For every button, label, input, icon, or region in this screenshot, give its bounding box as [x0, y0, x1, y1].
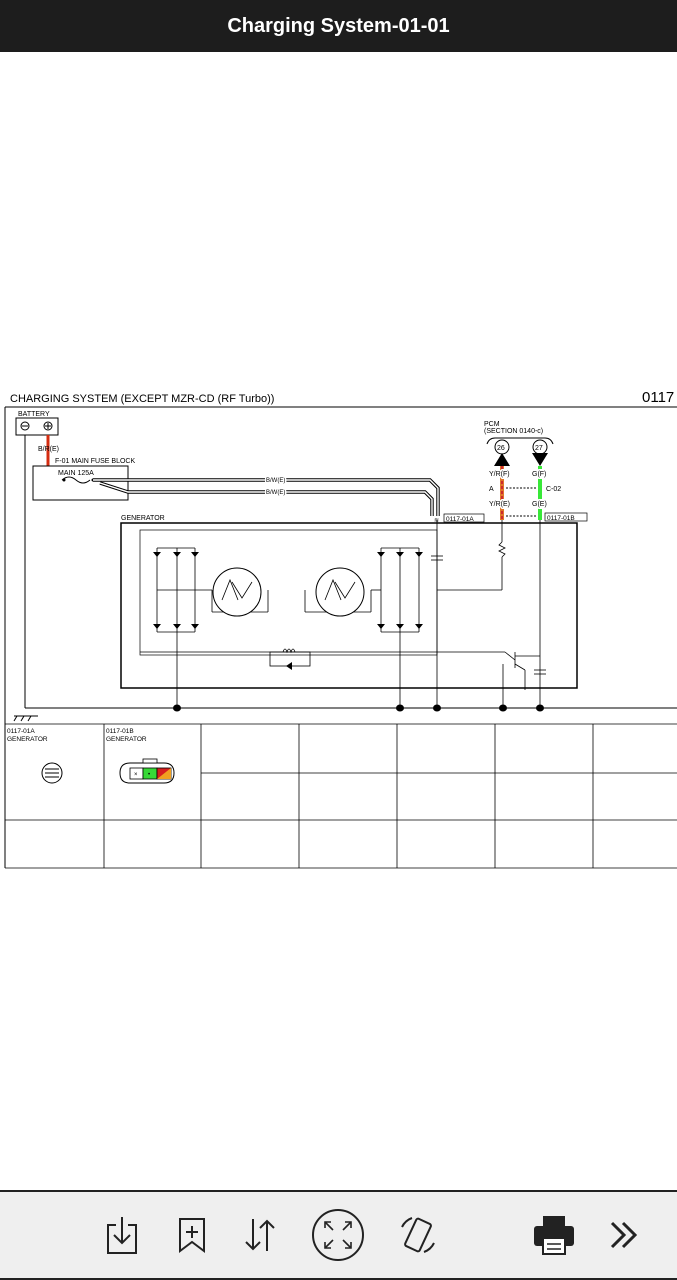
generator-inner — [139, 529, 438, 656]
svg-text:•: • — [148, 772, 150, 778]
pcm-pin-27-text: 27 — [535, 445, 543, 452]
wire-ge-label: G(E) — [532, 501, 547, 508]
connector-a-pinout-icon — [41, 762, 63, 784]
document-viewer[interactable]: CHARGING SYSTEM (EXCEPT MZR-CD (RF Turbo… — [0, 52, 677, 1190]
wire-gf-label: G(F) — [532, 471, 546, 478]
fit-screen-button[interactable] — [308, 1202, 368, 1268]
bw-wire-2 — [99, 481, 434, 516]
ground-hatch-3 — [27, 715, 32, 722]
fuse-block-label: F-01 MAIN FUSE BLOCK — [55, 458, 135, 465]
table-b-name: GENERATOR — [106, 736, 147, 743]
ground-hatch-1 — [13, 715, 18, 722]
generator-label: GENERATOR — [121, 515, 165, 522]
tag-0117-01b-text: 0117-01B — [547, 515, 575, 522]
bw-wire-2-core — [99, 482, 433, 516]
battery-label: BATTERY — [18, 411, 50, 418]
fuse-pin-1 — [62, 478, 66, 482]
battery-wire-label: B/R(E) — [38, 446, 59, 453]
table-a-name: GENERATOR — [7, 736, 48, 743]
page-title: Charging System-01-01 — [227, 14, 450, 37]
bottom-toolbar — [0, 1190, 677, 1280]
right-diodes — [377, 552, 423, 629]
wire-yre-label: Y/R(E) — [489, 501, 510, 508]
bookmark-add-icon — [179, 1218, 205, 1253]
pcm-label: PCM — [484, 421, 500, 428]
generator-box — [120, 522, 578, 689]
wiring-diagram[interactable]: CHARGING SYSTEM (EXCEPT MZR-CD (RF Turbo… — [0, 52, 677, 1190]
right-stator-windings — [324, 578, 356, 601]
table-a-code: 0117-01A — [7, 728, 35, 735]
app-header: Charging System-01-01 — [0, 0, 677, 52]
pcm-pin-26-text: 26 — [497, 445, 505, 452]
pcm-bracket — [486, 437, 554, 445]
connector-b-pinout-icon: × • — [119, 758, 175, 784]
left-diodes — [153, 552, 199, 629]
field-diode — [286, 662, 292, 670]
battery-plus — [43, 421, 53, 431]
left-stator — [212, 567, 262, 617]
bw-wire-1-core — [93, 479, 439, 516]
table-b-code: 0117-01B — [106, 728, 134, 735]
rotate-icon — [401, 1217, 435, 1253]
right-rectifier — [304, 547, 420, 708]
battery-minus — [20, 421, 30, 431]
sort-icon — [245, 1219, 275, 1251]
tag-0117-01b — [544, 512, 588, 522]
add-bookmark-button[interactable] — [162, 1202, 222, 1268]
tag-0117-01a — [443, 513, 485, 523]
pcm-arrow-up-icon — [494, 453, 510, 466]
wire-yrf-label: Y/R(F) — [489, 471, 510, 478]
wire-bw-label-1: B/W(E) — [266, 478, 285, 484]
fuse-symbol — [61, 476, 91, 484]
download-icon — [107, 1217, 137, 1254]
right-stator — [315, 567, 365, 617]
wire-bw-label-2: B/W(E) — [266, 490, 285, 496]
connector-a-label: A — [489, 486, 494, 493]
download-button[interactable] — [92, 1202, 152, 1268]
diagram-code: 0117 — [642, 389, 674, 406]
connector-a-tag-marker: ≋ — [434, 518, 439, 524]
more-button[interactable] — [594, 1202, 654, 1268]
more-icon — [610, 1221, 638, 1249]
fuse-label: MAIN 125A — [58, 470, 94, 477]
pcm-arrow-down-icon — [532, 453, 548, 466]
rotate-button[interactable] — [388, 1202, 448, 1268]
field-circuit — [140, 520, 546, 708]
pcm-section-label: (SECTION 0140-c) — [484, 428, 543, 435]
connector-c02-label: C-02 — [546, 486, 561, 493]
tag-0117-01a-text: 0117-01A — [446, 516, 474, 523]
left-rectifier — [156, 547, 269, 708]
junction-dots — [173, 704, 544, 712]
fit-screen-icon — [312, 1209, 364, 1261]
connector-table-grid — [5, 723, 677, 869]
bw-wire-1 — [93, 478, 440, 516]
left-stator-windings — [221, 578, 253, 601]
print-icon — [534, 1216, 574, 1255]
ground-hatch-2 — [20, 715, 25, 722]
diagram-heading: CHARGING SYSTEM (EXCEPT MZR-CD (RF Turbo… — [10, 393, 274, 405]
svg-text:×: × — [134, 772, 138, 778]
print-button[interactable] — [524, 1202, 584, 1268]
sort-button[interactable] — [230, 1202, 290, 1268]
